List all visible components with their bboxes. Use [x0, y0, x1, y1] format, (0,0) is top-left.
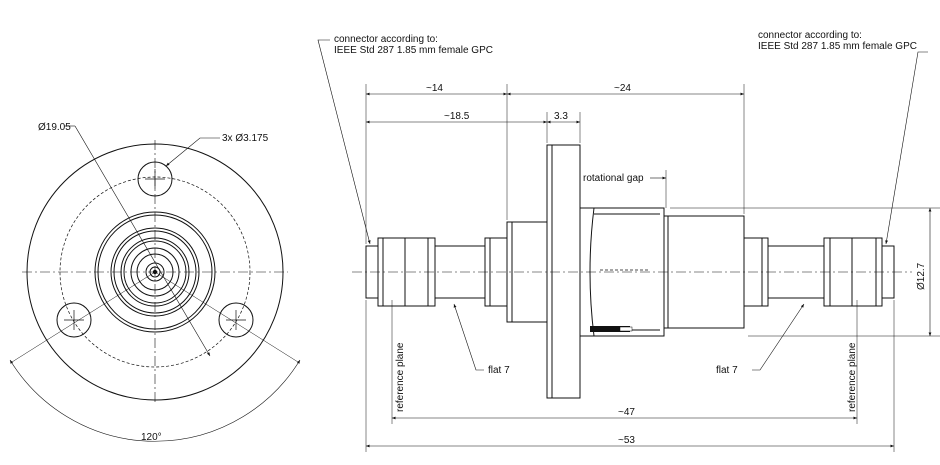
holes-label: 3x Ø3.175 — [222, 133, 269, 144]
dim-53-label: ~53 — [618, 435, 635, 446]
reference-plane-left-label: reference plane — [395, 342, 406, 412]
connector-right-line1: connector according to: — [758, 30, 862, 41]
left-connector-body — [365, 221, 548, 323]
dim-24-label: ~24 — [614, 83, 631, 94]
connector-left-line1: connector according to: — [334, 34, 438, 45]
front-diameter-label: Ø19.05 — [38, 122, 71, 133]
rotating-section — [579, 207, 745, 337]
reference-plane-right-label: reference plane — [847, 342, 858, 412]
angle-label: 120° — [141, 432, 162, 443]
dim-18-5-label: ~18.5 — [444, 111, 470, 122]
dim-12-7-label: Ø12.7 — [916, 262, 927, 290]
side-view: connector according to: IEEE Std 287 1.8… — [317, 30, 940, 452]
flat-right-label: flat 7 — [716, 365, 738, 376]
mounting-hole-left — [56, 302, 92, 338]
front-view: Ø19.05 3x Ø3.175 120° — [9, 122, 301, 443]
right-connector-body — [743, 237, 895, 307]
flat-left-label: flat 7 — [488, 365, 510, 376]
dim-47-label: ~47 — [618, 407, 635, 418]
dim-3-3-label: 3.3 — [554, 111, 568, 122]
rotational-gap-label: rotational gap — [583, 173, 644, 184]
connector-right-line2: IEEE Std 287 1.85 mm female GPC — [758, 41, 917, 52]
connector-left-line2: IEEE Std 287 1.85 mm female GPC — [334, 45, 493, 56]
dim-14-label: ~14 — [426, 83, 443, 94]
mounting-hole-right — [218, 302, 254, 338]
